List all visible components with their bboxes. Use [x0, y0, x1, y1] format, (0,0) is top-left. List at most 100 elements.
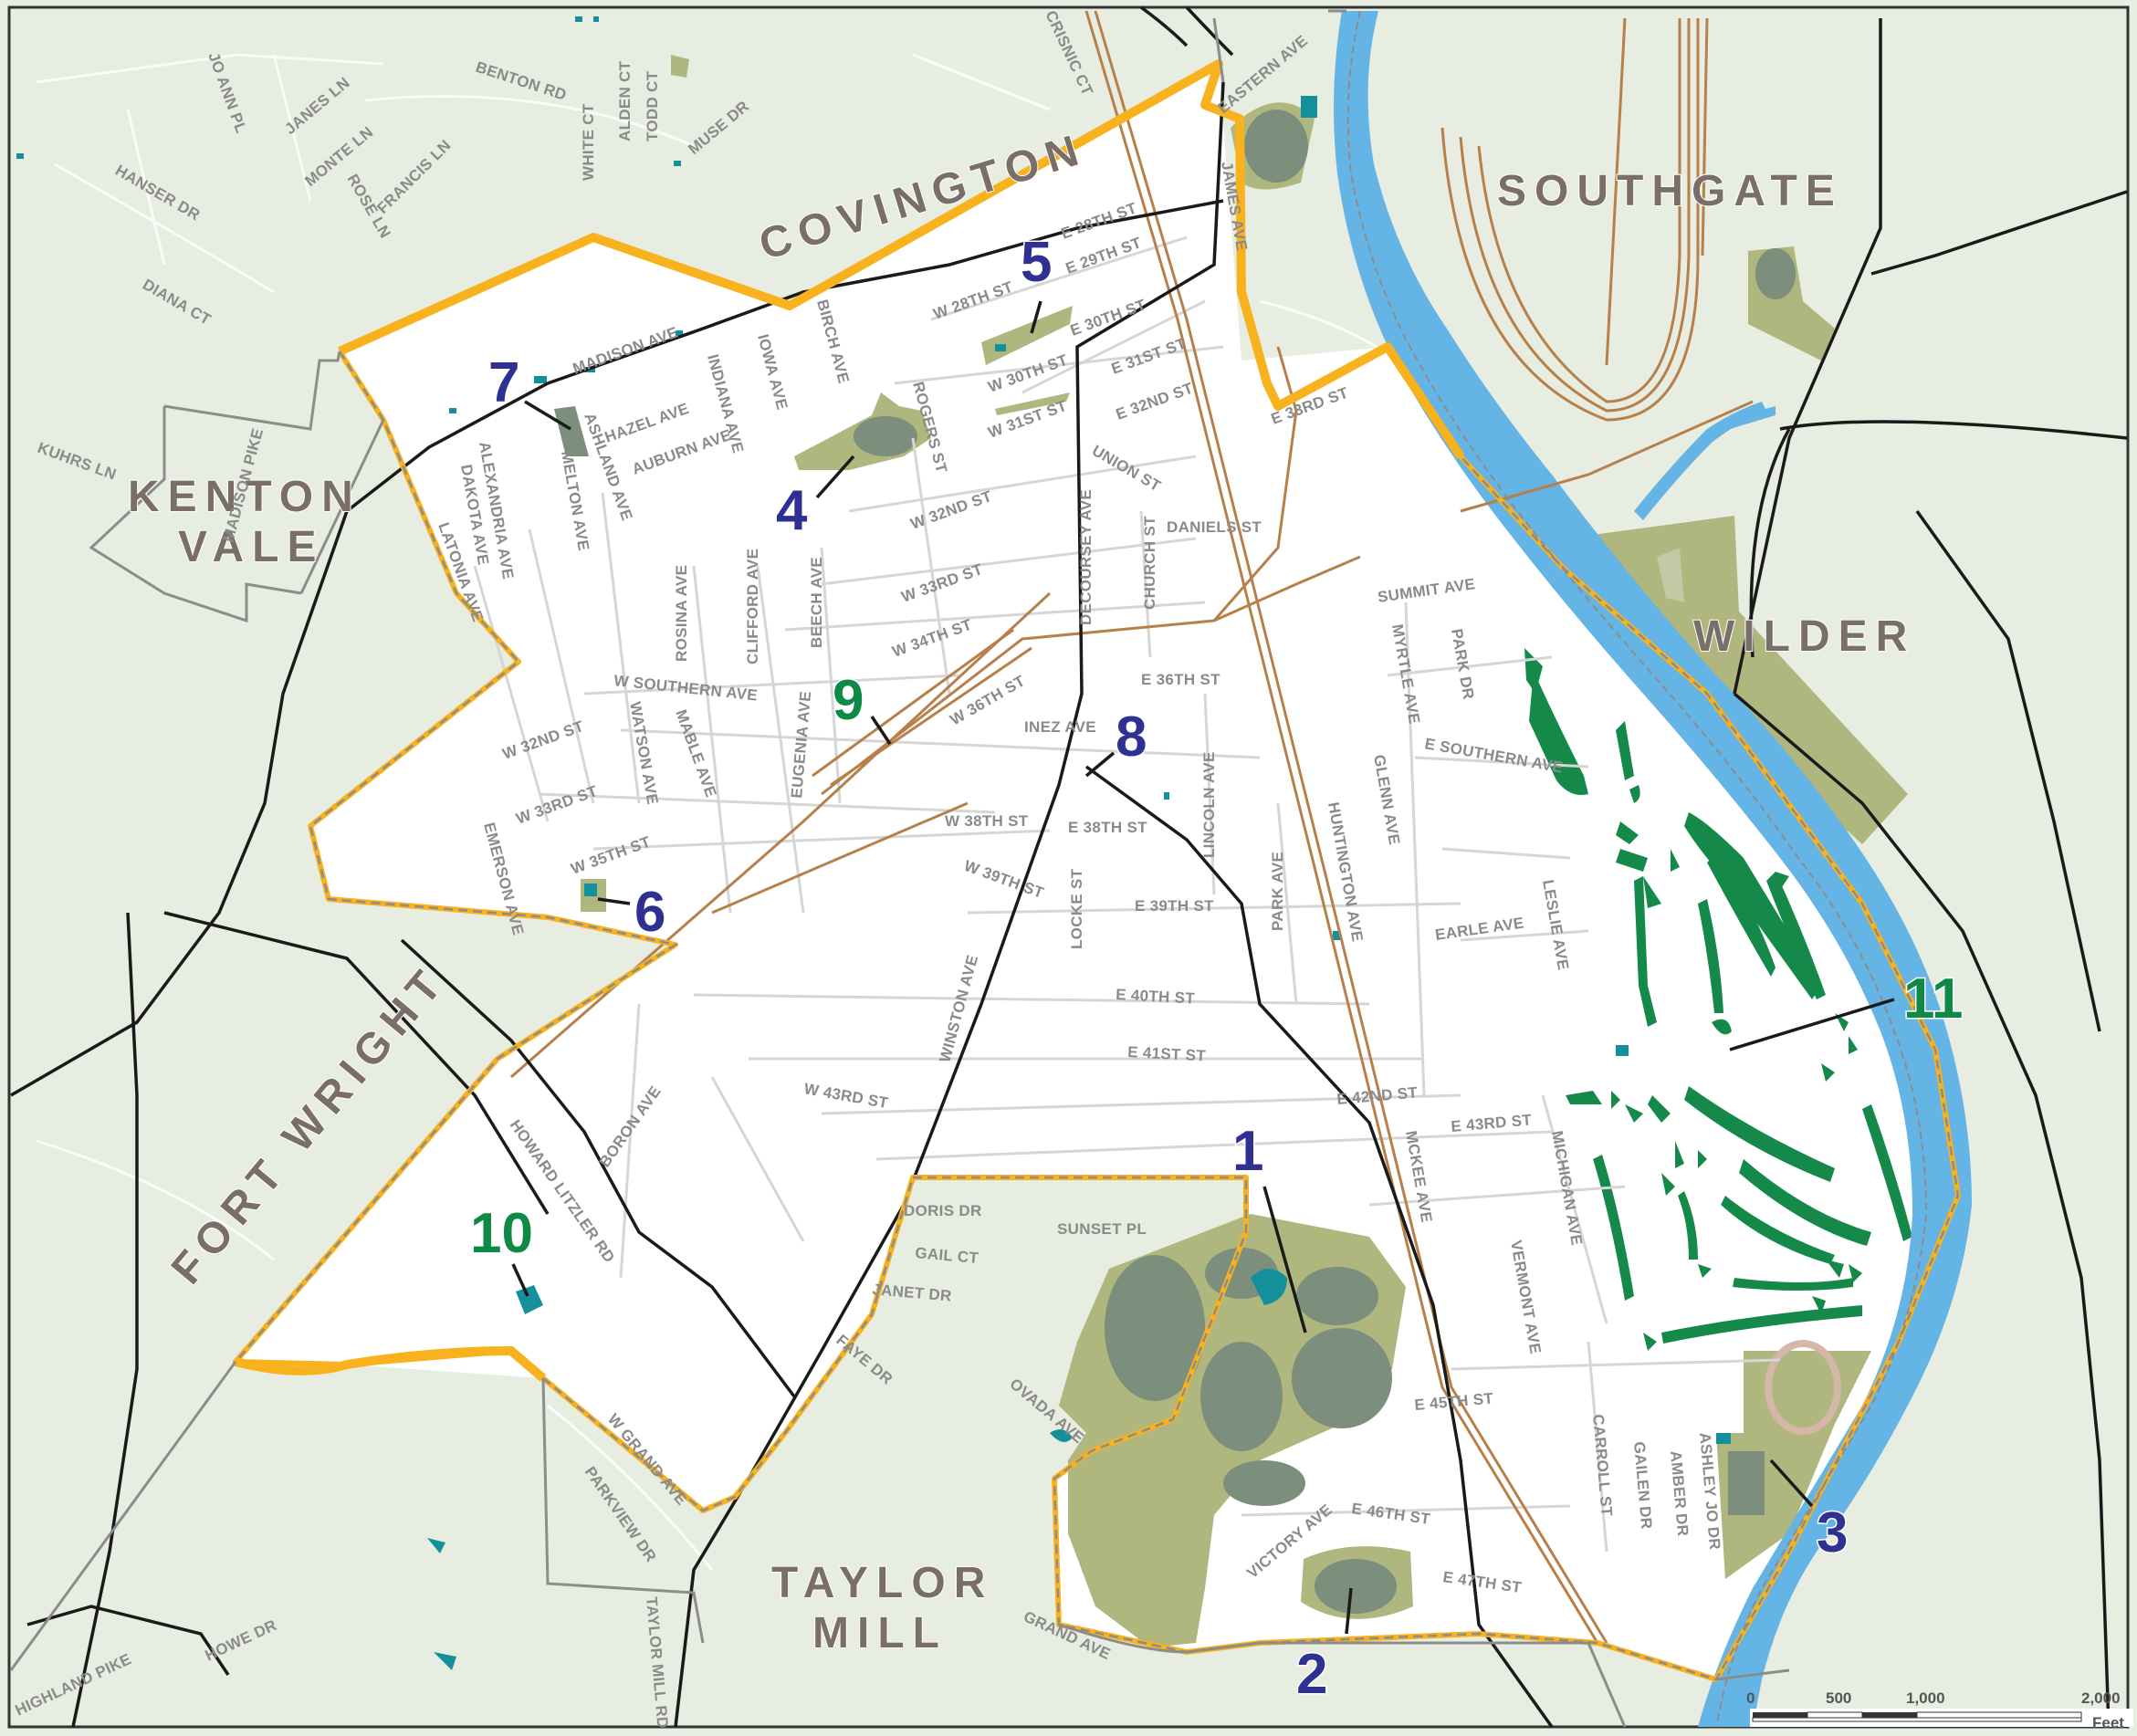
street-label: W 32ND ST [908, 487, 995, 533]
street-label: MICHIGAN AVE [1548, 1129, 1586, 1247]
street-label: FRANCIS LN [373, 136, 454, 216]
street-label: SUNSET PL [1057, 1220, 1147, 1238]
street-label: W 31ST ST [986, 397, 1070, 442]
street-label: E 39TH ST [1135, 897, 1214, 915]
street-label: E 32ND ST [1114, 379, 1196, 423]
street-label: E 28TH ST [1059, 199, 1139, 243]
park-label-7: 7 [488, 351, 519, 414]
park-label-1: 1 [1232, 1120, 1263, 1183]
street-label: JANES LN [281, 74, 352, 138]
street-label: W 36TH ST [948, 672, 1029, 728]
street-label: DORIS DR [904, 1202, 982, 1219]
park-area-north [671, 55, 689, 78]
town-label-mill: MILL [812, 1609, 948, 1658]
street-label: FAYE DR [833, 1332, 896, 1388]
street-label: E 46TH ST [1350, 1500, 1431, 1528]
running-track [1765, 1340, 1841, 1435]
street-label: JO ANN PL [204, 50, 250, 136]
street-label: E 43RD ST [1451, 1111, 1533, 1135]
park-label-5: 5 [1021, 231, 1052, 294]
city-area [236, 64, 1958, 1679]
street-label: ALDEN CT [616, 60, 634, 141]
city-streets [473, 235, 1781, 1553]
pool-eastern [1301, 96, 1317, 118]
creek [1634, 402, 1766, 520]
street-label: ROGERS ST [909, 380, 950, 476]
street-label: DANIELS ST [1167, 518, 1262, 536]
street-label: KUHRS LN [36, 439, 119, 484]
water-dots [16, 16, 1629, 1670]
street-label: MYRTLE AVE [1388, 622, 1423, 725]
street-label: DECOURSEY AVE [1077, 489, 1095, 625]
park-field-3 [1728, 1451, 1765, 1515]
park-strip-5 [995, 392, 1070, 415]
street-labels: JO ANN PL JANES LN BENTON RD WHITE CT AL… [13, 8, 1724, 1730]
street-label: GAIL CT [915, 1244, 979, 1267]
street-label: E 29TH ST [1063, 234, 1144, 277]
street-label: MADISON AVE [571, 323, 681, 377]
town-label-wilder: WILDER [1693, 612, 1915, 661]
street-label: E 33RD ST [1269, 383, 1351, 427]
street-label: EMERSON AVE [480, 821, 527, 937]
scale-tick-500: 500 [1826, 1689, 1851, 1707]
street-label: MCKEE AVE [1402, 1129, 1435, 1224]
street-label: W 35TH ST [569, 833, 654, 878]
street-label: GLENN AVE [1370, 753, 1403, 846]
street-label: HUNTINGTON AVE [1325, 800, 1367, 943]
street-label: LESLIE AVE [1539, 878, 1572, 971]
city-boundary-dash [235, 350, 1960, 1681]
street-label: E 47TH ST [1441, 1568, 1523, 1596]
street-label: E 45TH ST [1414, 1389, 1494, 1414]
street-label: CHURCH ST [1141, 516, 1158, 610]
major-roads [10, 5, 2128, 1729]
street-label: EUGENIA AVE [788, 690, 814, 799]
street-label: BENTON RD [474, 58, 569, 104]
scale-tick-0: 0 [1746, 1689, 1755, 1707]
street-label: AMBER DR [1667, 1450, 1692, 1537]
street-label: MELTON AVE [558, 449, 592, 552]
street-label: HIGHLAND PIKE [13, 1650, 134, 1720]
street-label: LINCOLN AVE [1200, 751, 1218, 858]
street-label: VERMONT AVE [1507, 1239, 1545, 1354]
pool-6 [584, 884, 597, 896]
town-label-vale: VALE [178, 523, 324, 571]
street-label: TODD CT [644, 70, 661, 141]
golf-course-11 [1524, 648, 1931, 1351]
street-label: EASTERN AVE [1214, 32, 1311, 117]
pond-1 [1251, 1269, 1287, 1305]
park-field-eastern [1244, 110, 1308, 183]
map-frame [7, 5, 2130, 1729]
street-label: HANSER DR [112, 162, 203, 224]
street-label: W 39TH ST [962, 857, 1047, 902]
scale-unit: Feet [2092, 1714, 2124, 1731]
street-label: E 40TH ST [1116, 986, 1196, 1008]
street-label: E 36TH ST [1141, 671, 1220, 688]
street-label: OVADA AVE [1006, 1375, 1087, 1448]
park-label-2: 2 [1296, 1643, 1327, 1706]
street-label: PARK DR [1448, 627, 1477, 700]
scale-tick-1000: 1,000 [1906, 1689, 1945, 1707]
park-field-wilder [1657, 548, 1684, 602]
street-label: INEZ AVE [1024, 718, 1096, 736]
street-label: BEECH AVE [808, 557, 825, 648]
street-label: W 30TH ST [986, 351, 1071, 396]
street-label: MUSE DR [685, 98, 752, 158]
creek-branch [1725, 406, 1776, 429]
street-label: GAILEN DR [1630, 1441, 1655, 1530]
street-label: UNION ST [1089, 442, 1164, 495]
street-label: WINSTON AVE [937, 953, 982, 1064]
street-label: EARLE AVE [1434, 914, 1525, 943]
street-label: HAZEL AVE [602, 400, 692, 446]
street-label: WATSON AVE [626, 700, 662, 806]
municipal-boundaries-dash [89, 10, 1928, 1728]
street-label: CRISNIC CT [1042, 8, 1096, 99]
street-label: WHITE CT [580, 103, 597, 181]
town-label-kenton: KENTON [128, 473, 361, 521]
street-label: W 43RD ST [802, 1080, 890, 1112]
park-field-2 [1315, 1559, 1397, 1614]
ohio-licking-river [1334, 11, 1972, 1727]
street-label: CLIFFORD AVE [744, 549, 761, 664]
street-label: PARK AVE [1269, 852, 1286, 931]
street-label: BORON AVE [596, 1082, 665, 1170]
